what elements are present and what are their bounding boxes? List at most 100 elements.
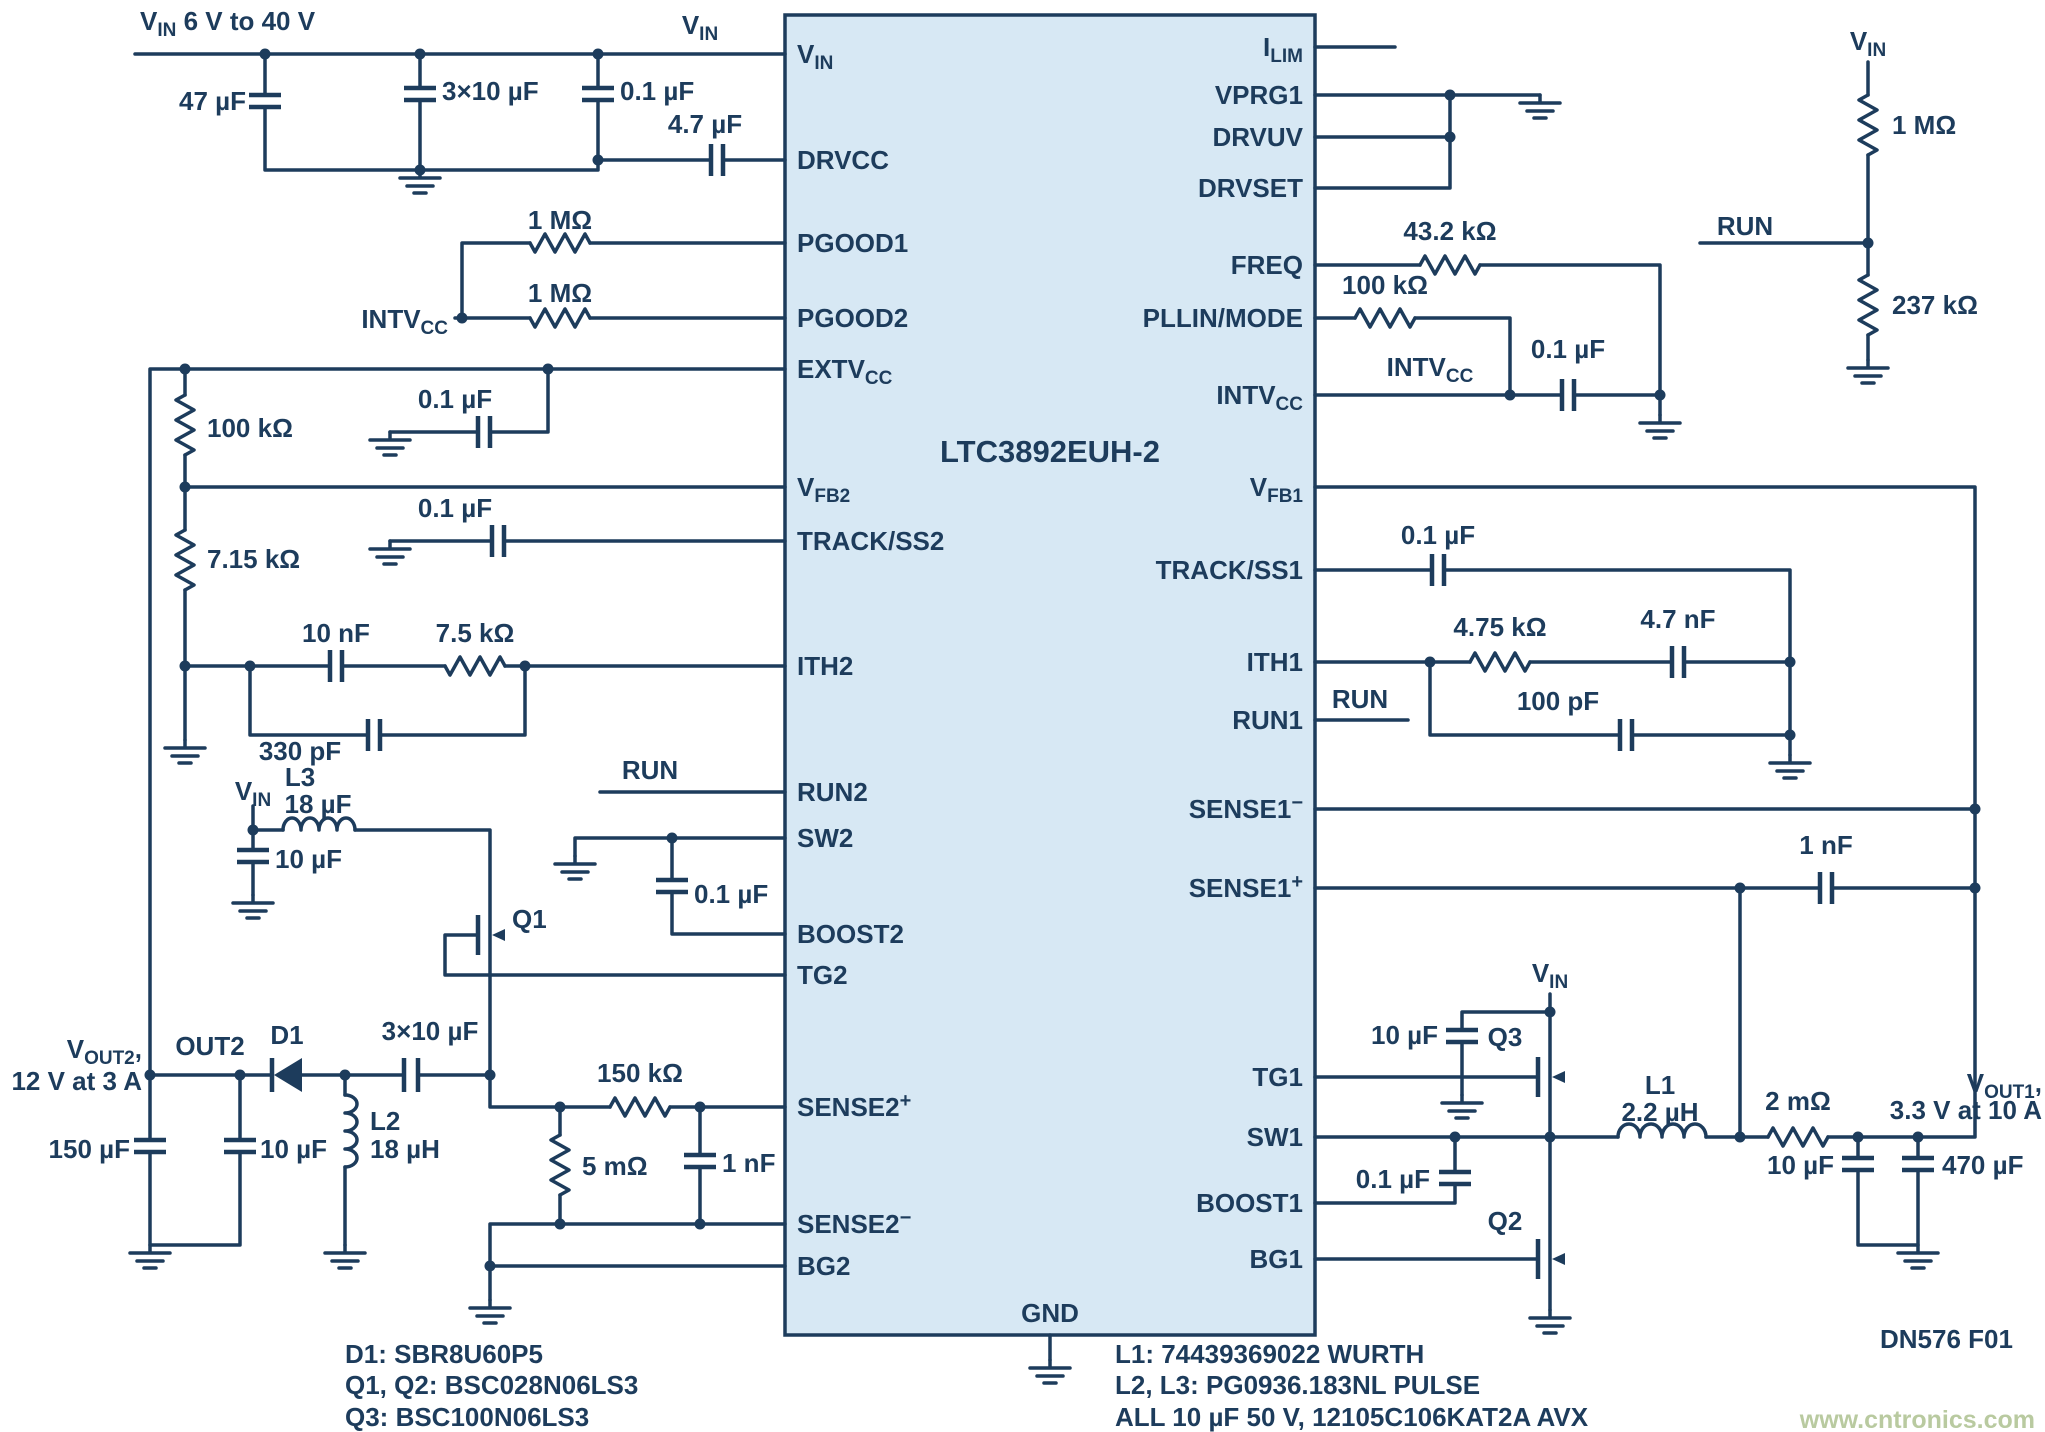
cap-01uf-ss1-label: 0.1 µF — [1401, 520, 1475, 550]
cap-47uf-label: 47 µF — [179, 86, 246, 116]
res-150k-label: 150 kΩ — [597, 1058, 683, 1088]
res-7_15k-label: 7.15 kΩ — [207, 544, 300, 574]
cap-10uf-q3-label: 10 µF — [1371, 1020, 1438, 1050]
cap-01uf-extvcc-label: 0.1 µF — [418, 384, 492, 414]
res-100k-pllin-label: 100 kΩ — [1342, 270, 1428, 300]
pin-pgood2: PGOOD2 — [797, 303, 908, 333]
capacitor-plates — [134, 85, 1934, 1187]
vin-net-label: VIN — [682, 10, 718, 45]
pin-trackss2: TRACK/SS2 — [797, 526, 944, 556]
res-43_2k-label: 43.2 kΩ — [1403, 216, 1496, 246]
pin-trackss1: TRACK/SS1 — [1156, 555, 1303, 585]
vin-divider-net-label: VIN — [1850, 26, 1886, 61]
q2-ref-label: Q2 — [1488, 1206, 1523, 1236]
pin-vfb2: VFB2 — [797, 472, 850, 507]
vout1-rating-label: 3.3 V at 10 A — [1890, 1095, 2042, 1125]
pin-run2: RUN2 — [797, 777, 868, 807]
cap-3x10uf-sepic-label: 3×10 µF — [382, 1016, 479, 1046]
pin-sense1-minus: SENSE1− — [1189, 792, 1303, 824]
intvcc-net-label-right: INTVCC — [1387, 352, 1474, 387]
pin-pgood1: PGOOD1 — [797, 228, 908, 258]
pin-ilim: ILIM — [1263, 32, 1303, 67]
res-5mohm-label: 5 mΩ — [582, 1151, 648, 1181]
cap-330pf-label: 330 pF — [259, 736, 341, 766]
cap-10uf-l3-label: 10 µF — [275, 844, 342, 874]
pin-boost2: BOOST2 — [797, 919, 904, 949]
res-237k-label: 237 kΩ — [1892, 290, 1978, 320]
note-caps: ALL 10 µF 50 V, 12105C106KAT2A AVX — [1115, 1402, 1589, 1432]
pin-vfb1: VFB1 — [1250, 472, 1304, 507]
pin-sw1: SW1 — [1247, 1122, 1303, 1152]
cap-150uf-label: 150 µF — [49, 1134, 130, 1164]
pin-ith1: ITH1 — [1247, 647, 1303, 677]
cap-470uf-label: 470 µF — [1942, 1150, 2023, 1180]
res-100k-label: 100 kΩ — [207, 413, 293, 443]
pin-sense2-plus: SENSE2+ — [797, 1090, 911, 1122]
cap-1nf-sense2-label: 1 nF — [722, 1148, 775, 1178]
cap-01uf-in-label: 0.1 µF — [620, 76, 694, 106]
ic-part-number: LTC3892EUH-2 — [940, 434, 1160, 469]
pin-tg2: TG2 — [797, 960, 848, 990]
l3-value-label: 18 µF — [284, 789, 351, 819]
pin-sense2-minus: SENSE2− — [797, 1207, 911, 1239]
pin-run1: RUN1 — [1232, 705, 1303, 735]
pin-pllin-mode: PLLIN/MODE — [1143, 303, 1303, 333]
intvcc-net-label-left: INTVCC — [361, 304, 448, 339]
resistor-symbols — [174, 93, 1879, 1197]
vin-l3-net-label: VIN — [235, 776, 271, 811]
vin-range-label: VIN 6 V to 40 V — [140, 6, 316, 41]
ic-body — [783, 13, 1317, 1337]
note-q1q2: Q1, Q2: BSC028N06LS3 — [345, 1370, 638, 1400]
l1-ref-label: L1 — [1645, 1070, 1675, 1100]
cap-1nf-sense1-label: 1 nF — [1799, 830, 1852, 860]
pin-intvcc: INTVCC — [1216, 380, 1303, 415]
pin-vin: VIN — [797, 39, 833, 74]
cap-3x10uf-in-label: 3×10 µF — [442, 76, 539, 106]
l1-value-label: 2.2 µH — [1621, 1097, 1698, 1127]
bottom-notes: D1: SBR8U60P5 Q1, Q2: BSC028N06LS3 Q3: B… — [345, 1324, 2035, 1432]
mosfet-gate-bars — [475, 915, 1541, 1279]
cap-01uf-boost1-label: 0.1 µF — [1356, 1164, 1430, 1194]
vout2-label: VOUT2, — [67, 1034, 142, 1069]
out2-net-label: OUT2 — [175, 1031, 244, 1061]
pin-sw2: SW2 — [797, 823, 853, 853]
cap-10nf-label: 10 nF — [302, 618, 370, 648]
pin-sense1-plus: SENSE1+ — [1189, 871, 1303, 903]
watermark: www.cntronics.com — [1799, 1406, 2035, 1432]
res-1m-run-label: 1 MΩ — [1892, 110, 1956, 140]
mosfet-arrow-q2 — [1552, 1253, 1565, 1265]
inductor-symbols — [281, 816, 1708, 1169]
note-q3: Q3: BSC100N06LS3 — [345, 1402, 589, 1432]
pin-vprg1: VPRG1 — [1215, 80, 1303, 110]
res-1m-pgood2-label: 1 MΩ — [528, 278, 592, 308]
figure-number: DN576 F01 — [1880, 1324, 2013, 1354]
ic-left-pin-labels: VIN DRVCC PGOOD1 PGOOD2 EXTVCC VFB2 TRAC… — [797, 39, 944, 1281]
cap-10uf-out1-label: 10 µF — [1767, 1150, 1834, 1180]
pin-bg1: BG1 — [1250, 1244, 1303, 1274]
component-labels: VIN 6 V to 40 V VIN 47 µF 3×10 µF 0.1 µF… — [11, 6, 2042, 1236]
cap-100pf-label: 100 pF — [1517, 686, 1599, 716]
pin-drvuv: DRVUV — [1212, 122, 1303, 152]
res-7_5k-label: 7.5 kΩ — [436, 618, 515, 648]
pin-bg2: BG2 — [797, 1251, 850, 1281]
pin-tg1: TG1 — [1252, 1062, 1303, 1092]
note-d1: D1: SBR8U60P5 — [345, 1339, 543, 1369]
res-1m-pgood1-label: 1 MΩ — [528, 205, 592, 235]
mosfet-arrow-q1 — [492, 929, 505, 941]
d1-ref-label: D1 — [270, 1020, 303, 1050]
q3-ref-label: Q3 — [1488, 1022, 1523, 1052]
l2-ref-label: L2 — [370, 1106, 400, 1136]
vout2-rating-label: 12 V at 3 A — [11, 1066, 142, 1096]
run1-net-label: RUN — [1332, 684, 1388, 714]
pin-freq: FREQ — [1231, 250, 1303, 280]
cap-10uf-out2-label: 10 µF — [260, 1134, 327, 1164]
cap-4p7uf-label: 4.7 µF — [668, 109, 742, 139]
junction-dots — [144, 48, 1981, 1272]
ic-right-pin-labels: ILIM VPRG1 DRVUV DRVSET FREQ PLLIN/MODE … — [1143, 32, 1304, 1274]
run2-net-label: RUN — [622, 755, 678, 785]
l2-value-label: 18 µH — [370, 1134, 440, 1164]
cap-4_7nf-label: 4.7 nF — [1640, 604, 1715, 634]
diode-symbol — [274, 1058, 302, 1092]
